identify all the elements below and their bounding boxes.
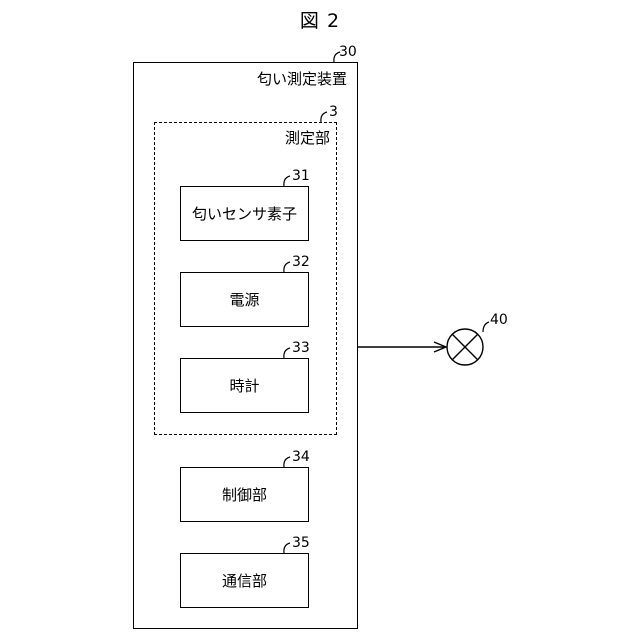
control-unit-leader	[284, 457, 290, 467]
measurement-unit-leader	[321, 112, 327, 122]
circle-x-icon	[447, 329, 483, 365]
output-leader	[483, 322, 489, 332]
device-leader	[334, 52, 340, 62]
odor-sensor-leader	[284, 176, 290, 186]
power-supply-leader	[284, 262, 290, 272]
clock-leader	[284, 348, 290, 358]
communication-unit-leader	[284, 543, 290, 553]
